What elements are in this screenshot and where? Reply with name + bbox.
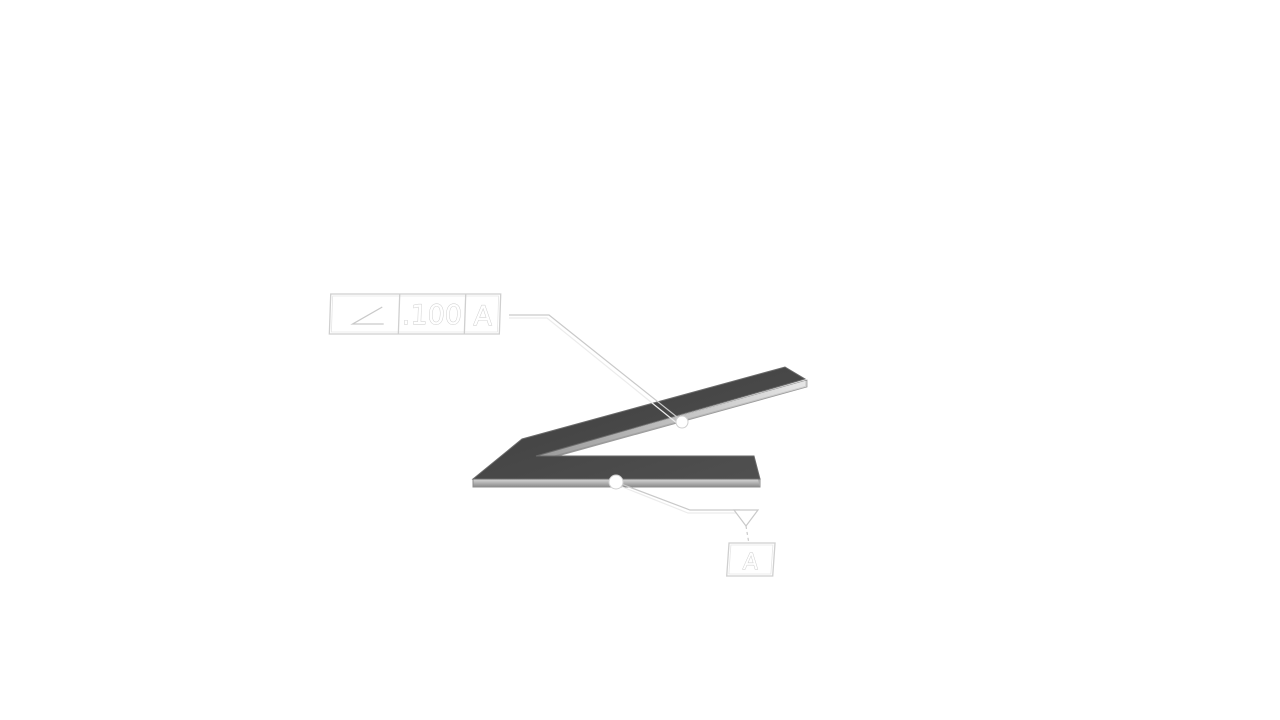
datum-triangle-icon [732, 509, 760, 527]
part-inner-edge [536, 381, 805, 460]
datum-leader-dot [608, 474, 624, 490]
datum-feature-label: A [742, 550, 759, 575]
angled-part [471, 366, 808, 488]
fcf-leader-dot [675, 415, 689, 429]
fcf-tolerance-value: .100 [401, 300, 462, 331]
angularity-icon [350, 306, 384, 325]
datum-leader [615, 481, 740, 514]
fcf-datum-reference: A [473, 301, 493, 332]
fcf-leader [509, 314, 683, 425]
part-top-face [471, 366, 807, 480]
datum-feature-box: A [726, 542, 776, 577]
datum-connector [745, 525, 750, 545]
feature-control-frame: .100 A [328, 293, 502, 335]
